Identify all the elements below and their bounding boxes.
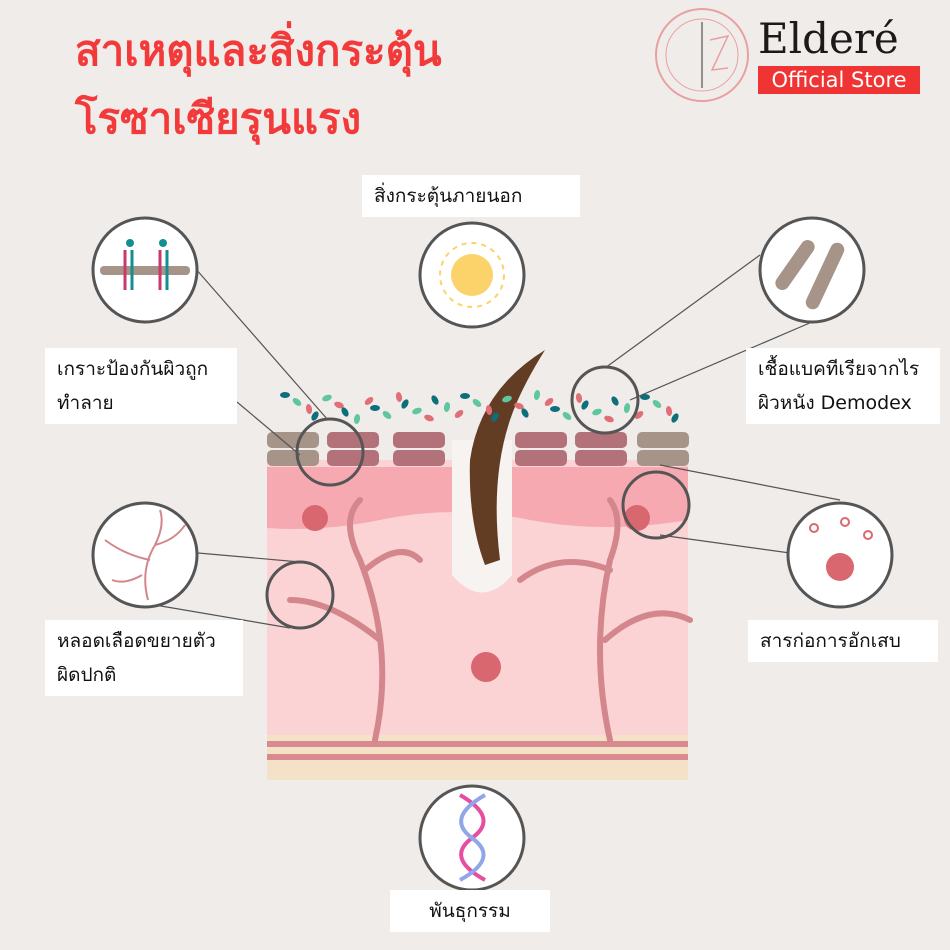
bacterium: [533, 390, 541, 400]
bacterium: [521, 408, 529, 418]
bacterium: [652, 400, 662, 408]
bacterium: [353, 414, 361, 424]
bacteria-layer: [280, 390, 679, 424]
anti-aging-seal-logo: [655, 8, 749, 102]
brand-name: Elderé: [758, 14, 899, 63]
skin-cell: [267, 450, 319, 466]
bacterium: [424, 414, 434, 422]
bacterium: [311, 411, 319, 421]
skin-cell: [327, 432, 379, 448]
skin-cell: [267, 432, 319, 448]
bacterium: [431, 395, 439, 405]
bacterium: [292, 398, 302, 406]
bacterium: [370, 405, 380, 411]
skin-cell: [393, 432, 445, 448]
label-demodex-bacteria: เชื้อแบคทีเรียจากไรผิวหนัง Demodex: [746, 348, 940, 424]
label-genetics: พันธุกรรม: [390, 890, 550, 932]
bacterium: [581, 400, 589, 410]
bacterium: [485, 405, 493, 415]
bacterium: [514, 402, 524, 410]
bacterium: [412, 407, 422, 415]
bacterium: [341, 407, 349, 417]
bacterium: [592, 408, 602, 416]
bacterium: [491, 412, 499, 422]
leader-lines: [154, 254, 841, 629]
bacterium: [454, 410, 464, 418]
skin-cell: [393, 450, 445, 466]
bacterium: [611, 396, 619, 406]
sun-icon: [418, 221, 526, 329]
magnifier-circles: [265, 365, 691, 630]
title-line-1: สาเหตุและสิ่งกระตุ้น: [75, 26, 442, 75]
bacterium: [364, 397, 374, 405]
barrier-icon: [91, 216, 199, 324]
label-external-triggers: สิ่งกระตุ้นภายนอก: [362, 175, 580, 217]
label-blood-vessels: หลอดเลือดขยายตัวผิดปกติ: [45, 620, 243, 696]
label-inflammation: สารก่อการอักเสบ: [748, 620, 938, 662]
official-store-badge: Official Store: [758, 66, 920, 94]
skin-cell: [327, 450, 379, 466]
bacterium: [640, 394, 650, 400]
bacterium: [550, 406, 560, 412]
bacterium: [280, 392, 290, 398]
blood-vessel-icon: [91, 501, 199, 609]
skin-cell: [637, 450, 689, 466]
skin-cell: [575, 450, 627, 466]
bacterium: [502, 395, 512, 403]
bacterium: [575, 393, 583, 403]
skin-cell: [575, 432, 627, 448]
bacterium: [443, 402, 451, 412]
bacterium: [671, 413, 679, 423]
bacterium: [623, 403, 631, 413]
bacterium: [544, 398, 554, 406]
bacterium: [460, 393, 470, 399]
bacterium: [562, 412, 572, 420]
label-barrier-damage: เกราะป้องกันผิวถูกทำลาย: [45, 348, 237, 424]
title-line-2: โรซาเซียรุนแรง: [75, 94, 362, 143]
inflammation-virus-icon: [786, 501, 894, 609]
bacterium: [382, 411, 392, 419]
skin-cell: [637, 432, 689, 448]
demodex-mite-icon: [758, 216, 866, 324]
skin-cross-section: [267, 350, 693, 780]
bacterium: [472, 399, 482, 407]
bacterium: [604, 415, 614, 423]
dna-icon: [418, 784, 526, 892]
bacterium: [334, 401, 344, 409]
bacterium: [322, 394, 332, 402]
bacterium: [665, 406, 673, 416]
skin-cell: [515, 432, 567, 448]
bacterium: [395, 392, 403, 402]
bacterium: [305, 404, 313, 414]
bacterium: [401, 399, 409, 409]
skin-cell: [515, 450, 567, 466]
